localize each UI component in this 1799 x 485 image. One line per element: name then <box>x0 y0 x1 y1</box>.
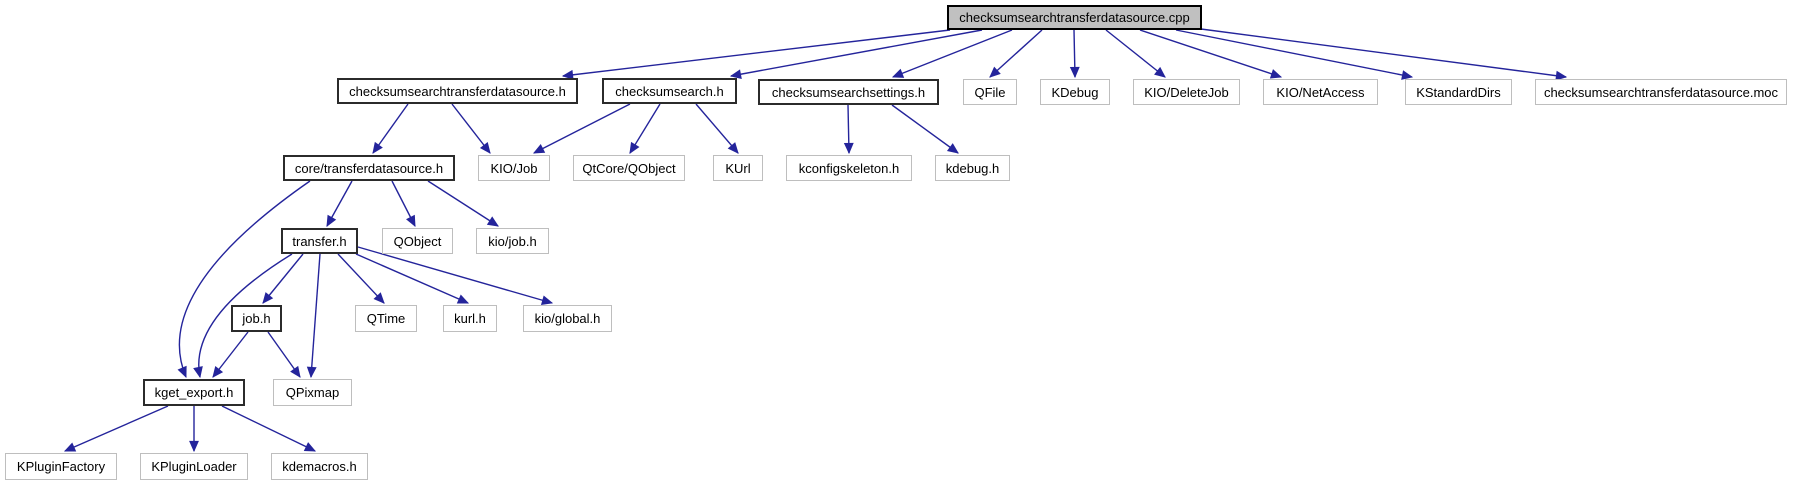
node-root: checksumsearchtransferdatasource.cpp <box>947 5 1202 30</box>
node-label-kio-job-h: kio/job.h <box>488 233 537 249</box>
edge-root-to-kio-netaccess <box>1139 29 1283 79</box>
node-label-kio-netaccess: KIO/NetAccess <box>1276 84 1365 100</box>
edge-root-to-kio-deletejob <box>1105 29 1166 78</box>
node-kdebug-h: kdebug.h <box>935 155 1010 181</box>
edge-core-tds-to-qobject <box>391 180 416 227</box>
edge-transfer-h-to-kget-export-h <box>193 253 293 379</box>
edge-transfer-h-to-kio-global-h <box>357 246 554 305</box>
node-kget-export-h[interactable]: kget_export.h <box>143 379 245 406</box>
edge-core-tds-to-transfer-h <box>326 180 353 227</box>
node-qobject: QObject <box>382 228 453 254</box>
edge-csettings-h-to-kdebug-h <box>891 104 959 154</box>
edge-root-to-kstandarddirs <box>1175 29 1414 80</box>
edge-root-to-moc <box>1200 28 1568 81</box>
edge-transfer-h-to-qtime <box>337 253 385 304</box>
edge-transfer-h-to-qpixmap <box>306 253 321 379</box>
node-label-kio-job: KIO/Job <box>490 160 538 176</box>
edge-job-h-to-kget-export-h <box>212 331 249 378</box>
edge-core-tds-to-kget-export-h <box>177 180 311 379</box>
edge-root-to-kdebug-top <box>1069 29 1080 79</box>
node-csearch-h[interactable]: checksumsearch.h <box>602 78 737 104</box>
node-label-kpluginfactory: KPluginFactory <box>16 459 106 474</box>
edge-csettings-h-to-kconfigskeleton <box>843 104 854 155</box>
node-kconfigskeleton: kconfigskeleton.h <box>786 155 912 181</box>
edge-csearch-h-to-kurl-caps <box>695 103 739 154</box>
edge-csearch-h-to-kio-job <box>533 103 631 154</box>
node-transfer-h[interactable]: transfer.h <box>281 228 358 254</box>
node-kio-deletejob: KIO/DeleteJob <box>1133 79 1240 105</box>
edge-transfer-h-to-kurl-h <box>355 253 470 304</box>
node-label-transfer-h: transfer.h <box>292 233 347 249</box>
node-label-qfile: QFile <box>974 84 1006 100</box>
node-core-tds[interactable]: core/transferdatasource.h <box>283 155 455 181</box>
node-label-kconfigskeleton: kconfigskeleton.h <box>798 160 900 176</box>
node-label-kpluginloader: KPluginLoader <box>151 459 237 474</box>
node-kurl-h: kurl.h <box>443 305 497 332</box>
node-qtcore-qobject: QtCore/QObject <box>573 155 685 181</box>
node-label-kurl-h: kurl.h <box>454 311 486 326</box>
node-label-kio-deletejob: KIO/DeleteJob <box>1144 84 1229 100</box>
node-kdemacros-h: kdemacros.h <box>271 453 368 480</box>
node-label-job-h: job.h <box>242 311 271 326</box>
node-qfile: QFile <box>963 79 1017 105</box>
node-cstds-h[interactable]: checksumsearchtransferdatasource.h <box>337 78 578 104</box>
node-label-cstds-h: checksumsearchtransferdatasource.h <box>349 83 566 99</box>
edge-root-to-csettings-h <box>891 29 1013 78</box>
node-qpixmap: QPixmap <box>273 379 352 406</box>
node-qtime: QTime <box>355 305 417 332</box>
edge-core-tds-to-kio-job-h <box>427 180 499 227</box>
node-label-kget-export-h: kget_export.h <box>154 385 234 400</box>
node-kio-job: KIO/Job <box>478 155 550 181</box>
node-label-core-tds: core/transferdatasource.h <box>294 160 444 176</box>
node-kio-job-h: kio/job.h <box>476 228 549 254</box>
node-kio-netaccess: KIO/NetAccess <box>1263 79 1378 105</box>
edge-root-to-qfile <box>989 29 1043 78</box>
node-label-kdemacros-h: kdemacros.h <box>282 459 357 474</box>
node-job-h[interactable]: job.h <box>231 305 282 332</box>
edge-csearch-h-to-qtcore-qobject <box>629 103 661 154</box>
node-csettings-h[interactable]: checksumsearchsettings.h <box>758 79 939 105</box>
node-label-qtime: QTime <box>366 311 406 326</box>
node-kdebug-top: KDebug <box>1040 79 1110 105</box>
node-label-qtcore-qobject: QtCore/QObject <box>582 160 676 176</box>
node-label-qobject: QObject <box>393 233 442 249</box>
node-label-csearch-h: checksumsearch.h <box>615 83 724 99</box>
node-kpluginfactory: KPluginFactory <box>5 453 117 480</box>
node-kpluginloader: KPluginLoader <box>140 453 248 480</box>
node-label-root: checksumsearchtransferdatasource.cpp <box>959 10 1190 25</box>
node-kio-global-h: kio/global.h <box>523 305 612 332</box>
edge-cstds-h-to-core-tds <box>372 103 409 154</box>
edge-job-h-to-qpixmap <box>267 331 301 378</box>
edge-cstds-h-to-kio-job <box>451 103 491 154</box>
edge-kget-export-h-to-kpluginfactory <box>63 405 169 452</box>
edge-transfer-h-to-job-h <box>262 253 304 304</box>
node-label-kurl-caps: KUrl <box>725 160 751 176</box>
node-label-csettings-h: checksumsearchsettings.h <box>771 84 926 100</box>
node-label-kio-global-h: kio/global.h <box>534 311 601 326</box>
edge-root-to-csearch-h <box>729 29 983 80</box>
node-kurl-caps: KUrl <box>713 155 763 181</box>
node-kstandarddirs: KStandardDirs <box>1405 79 1512 105</box>
node-label-kdebug-h: kdebug.h <box>945 160 1000 176</box>
edge-root-to-cstds-h <box>561 29 951 80</box>
node-moc: checksumsearchtransferdatasource.moc <box>1535 79 1787 105</box>
node-label-kstandarddirs: KStandardDirs <box>1416 84 1501 100</box>
node-label-moc: checksumsearchtransferdatasource.moc <box>1543 84 1779 100</box>
edge-kget-export-h-to-kdemacros-h <box>221 405 317 452</box>
node-label-qpixmap: QPixmap <box>285 385 340 400</box>
node-label-kdebug-top: KDebug <box>1051 84 1099 100</box>
